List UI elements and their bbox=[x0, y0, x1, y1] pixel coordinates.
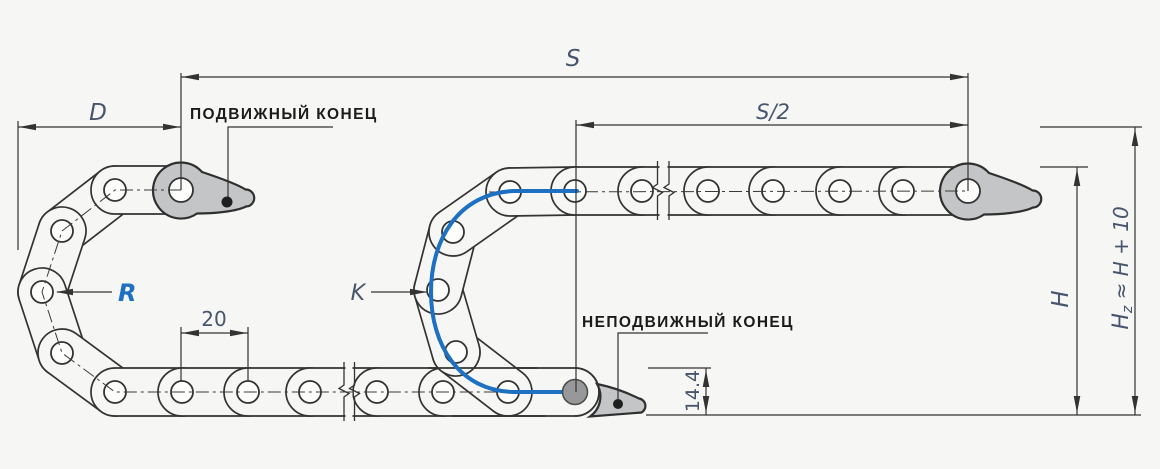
dimension-arrow bbox=[702, 370, 710, 387]
pivot-hole bbox=[630, 179, 654, 203]
dimension-arrow bbox=[702, 396, 710, 413]
s2-dimension-label: S/2 bbox=[756, 100, 790, 124]
pivot-hole bbox=[50, 219, 74, 243]
chain-links-group bbox=[17, 161, 1043, 421]
dimension-arrow bbox=[1131, 129, 1139, 146]
fixed-end-label: НЕПОДВИЖНЫЙ КОНЕЦ bbox=[582, 313, 794, 331]
dimension-lines bbox=[17, 73, 1142, 416]
link-arc-restroke bbox=[574, 367, 600, 417]
break-line bbox=[662, 161, 676, 220]
bend-radius-label: R bbox=[118, 279, 136, 307]
dimension-arrows bbox=[19, 73, 1139, 413]
dimension-arrow bbox=[163, 123, 180, 131]
hz-dimension-label: Hz ≈ H + 10 bbox=[1109, 206, 1136, 329]
dimension-arrow bbox=[950, 73, 967, 81]
right-end-bracket bbox=[938, 162, 1043, 221]
movable-end-leader-dot bbox=[221, 196, 233, 208]
break-line bbox=[337, 362, 351, 421]
pivot-hole bbox=[50, 341, 74, 365]
hz-subscript: z bbox=[1120, 305, 1136, 314]
hz-rest: ≈ H + 10 bbox=[1109, 206, 1133, 305]
fixed-pivot bbox=[561, 378, 589, 406]
fixed-end-leader-dot bbox=[613, 399, 623, 409]
fixed-end-leader-line bbox=[617, 332, 708, 399]
clearance-label: K bbox=[351, 281, 367, 306]
movable-end-label: ПОДВИЖНЫЙ КОНЕЦ bbox=[190, 105, 378, 123]
pitch-dimension-label: 20 bbox=[201, 307, 226, 331]
pivot-hole bbox=[696, 179, 720, 203]
dimension-arrow bbox=[1073, 169, 1081, 186]
movable-end-leader-line bbox=[227, 126, 333, 197]
dimension-arrow bbox=[19, 123, 36, 131]
pivot-hole bbox=[103, 380, 127, 404]
dimension-arrow bbox=[1073, 396, 1081, 413]
dimension-arrow bbox=[182, 329, 199, 337]
dimension-arrow bbox=[410, 288, 427, 296]
cable-path-curve bbox=[428, 189, 579, 394]
break-gap bbox=[659, 164, 668, 217]
hz-base: H bbox=[1109, 313, 1134, 330]
s-dimension-label: S bbox=[566, 46, 581, 72]
d-dimension-label: D bbox=[89, 100, 107, 126]
centerline-lower-chain bbox=[41, 189, 576, 393]
dimension-arrow bbox=[230, 329, 247, 337]
dimension-arrow bbox=[1131, 396, 1139, 413]
mount-height-dimension-label: 14.4 bbox=[682, 370, 704, 412]
dimension-arrow bbox=[950, 121, 967, 129]
break-line bbox=[651, 161, 664, 220]
dimension-arrow bbox=[56, 288, 73, 296]
dimension-arrow bbox=[182, 73, 199, 81]
break-line bbox=[348, 362, 361, 421]
dimension-arrow bbox=[577, 121, 594, 129]
h-dimension-label: H bbox=[1048, 290, 1074, 307]
